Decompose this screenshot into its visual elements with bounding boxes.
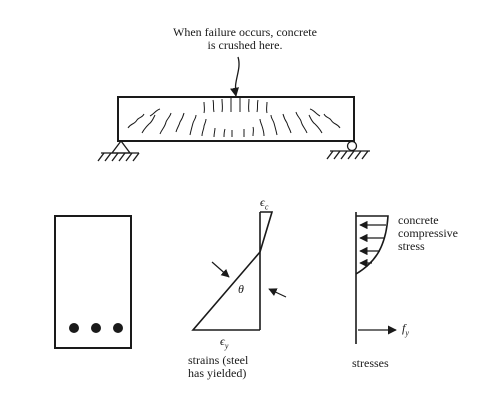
crack-marks (127, 98, 341, 138)
angle-label: θ (238, 282, 244, 296)
strain-caption-line-1: strains (steel (188, 353, 249, 367)
compressive-stress-block (355, 215, 389, 275)
pin-support (97, 139, 140, 162)
concrete-strain-symbol: ϵ (260, 195, 265, 209)
beam-body (117, 96, 355, 142)
rebar-dot (113, 323, 123, 333)
concrete-stress-label: concrete compressive stress (398, 214, 458, 253)
concrete-stress-label-line-1: concrete (398, 213, 439, 227)
strain-caption: strains (steel has yielded) (188, 354, 248, 380)
steel-strain-symbol: ϵ (220, 334, 225, 348)
failure-annotation: When failure occurs, concrete is crushed… (150, 26, 340, 52)
annotation-leader-arrow (230, 56, 240, 97)
concrete-strain-subscript: c (264, 202, 269, 212)
steel-strain-label: ϵy (220, 335, 228, 352)
failure-annotation-line-1: When failure occurs, concrete (173, 25, 317, 39)
beam-cross-section (54, 215, 132, 349)
steel-stress-subscript: y (405, 328, 409, 338)
strain-triangle-bottom (191, 251, 261, 331)
angle-arrow-right (268, 288, 287, 298)
steel-strain-subscript: y (224, 341, 229, 351)
rebar-dot (69, 323, 79, 333)
concrete-strain-label: ϵc (260, 196, 268, 213)
concrete-stress-label-line-2: compressive (398, 226, 458, 240)
failure-annotation-line-2: is crushed here. (207, 38, 283, 52)
concrete-stress-label-line-3: stress (398, 239, 425, 253)
steel-stress-symbol: f (402, 321, 406, 335)
strain-caption-line-2: has yielded) (188, 366, 247, 380)
angle-arrow-left (211, 261, 230, 278)
stress-caption: stresses (352, 356, 389, 370)
beam (117, 96, 355, 142)
stress-diagram (355, 212, 397, 344)
strain-triangle-top (259, 211, 274, 253)
steel-stress-label: fy (402, 322, 409, 339)
strain-diagram (191, 211, 287, 331)
roller-support (326, 140, 370, 160)
rebar-dot (91, 323, 101, 333)
